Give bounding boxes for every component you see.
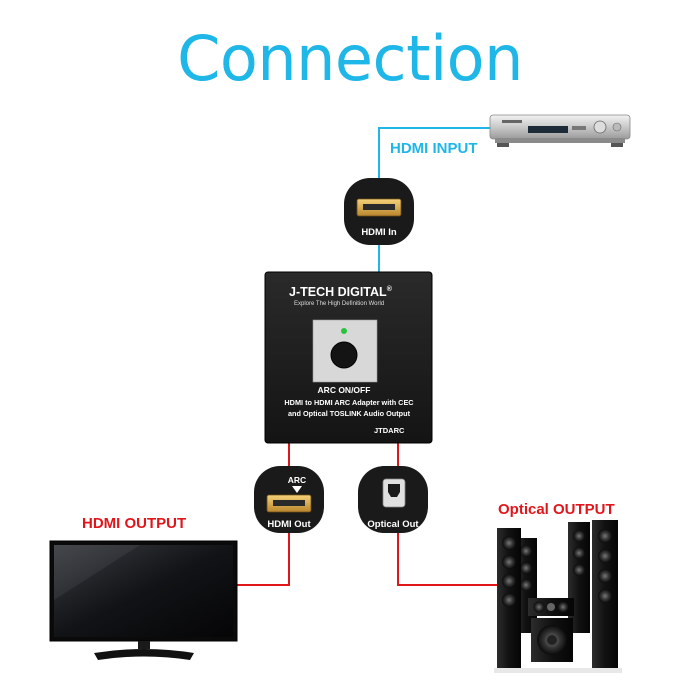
arc-toggle-button[interactable] — [330, 341, 358, 369]
optical-output-cable — [397, 443, 500, 586]
model-number: JTDARC — [374, 426, 405, 435]
hdmi-output-cable — [236, 443, 290, 586]
arc-arrow-icon — [292, 486, 302, 493]
hdmi-out-label: HDMI Out — [267, 519, 311, 530]
device-description-line2: and Optical TOSLINK Audio Output — [288, 409, 411, 418]
device-description-line1: HDMI to HDMI ARC Adapter with CEC — [284, 398, 414, 407]
hdmi-input-label: HDMI INPUT — [390, 140, 478, 157]
optical-out-port: Optical Out — [358, 466, 428, 533]
brand-logo: J-TECH DIGITAL® — [289, 285, 393, 299]
hdmi-in-port: HDMI In — [344, 178, 414, 245]
arc-label: ARC — [288, 475, 306, 485]
television-icon — [49, 540, 238, 660]
brand-tagline: Explore The High Definition World — [294, 301, 384, 307]
button-label: ARC ON/OFF — [318, 385, 371, 395]
page-title: Connection — [177, 22, 523, 95]
hdmi-in-label: HDMI In — [361, 227, 397, 238]
optical-out-label: Optical Out — [367, 519, 419, 530]
speaker-system-icon — [494, 520, 622, 673]
input-cable — [378, 127, 490, 273]
arc-adapter-device: J-TECH DIGITAL® Explore The High Definit… — [264, 271, 433, 444]
status-led — [341, 328, 347, 334]
hdmi-out-port: ARC HDMI Out — [254, 466, 324, 533]
hdmi-output-label: HDMI OUTPUT — [82, 515, 187, 532]
optical-output-label: Optical OUTPUT — [498, 501, 615, 518]
dvd-player-icon — [489, 114, 631, 147]
